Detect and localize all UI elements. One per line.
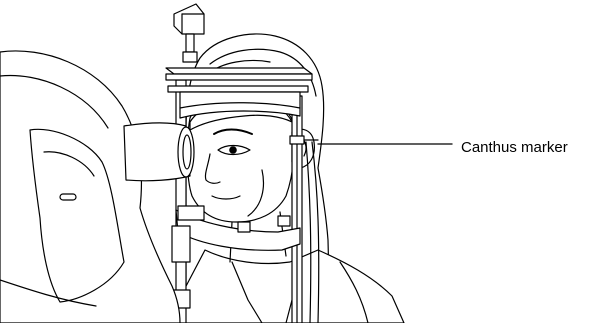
eye-iris: [230, 147, 236, 153]
forehead-band-bar: [168, 86, 308, 92]
top-adjustment-knob: [174, 4, 204, 34]
chin-rest-knob: [278, 216, 290, 226]
canthus-marker-label: Canthus marker: [461, 139, 568, 157]
eyepiece-lens: [183, 135, 191, 169]
knob-stem-collar: [183, 52, 197, 62]
chin-rest-block: [178, 206, 204, 220]
canthus-marker: [290, 136, 304, 144]
slit-lamp-slot: [60, 194, 76, 200]
chin-rest-knob: [238, 222, 250, 232]
rod-clamp: [172, 226, 190, 262]
knob-stem: [186, 34, 194, 52]
forehead-band-bar: [166, 74, 312, 80]
forehead-band-top-plate: [166, 68, 312, 74]
